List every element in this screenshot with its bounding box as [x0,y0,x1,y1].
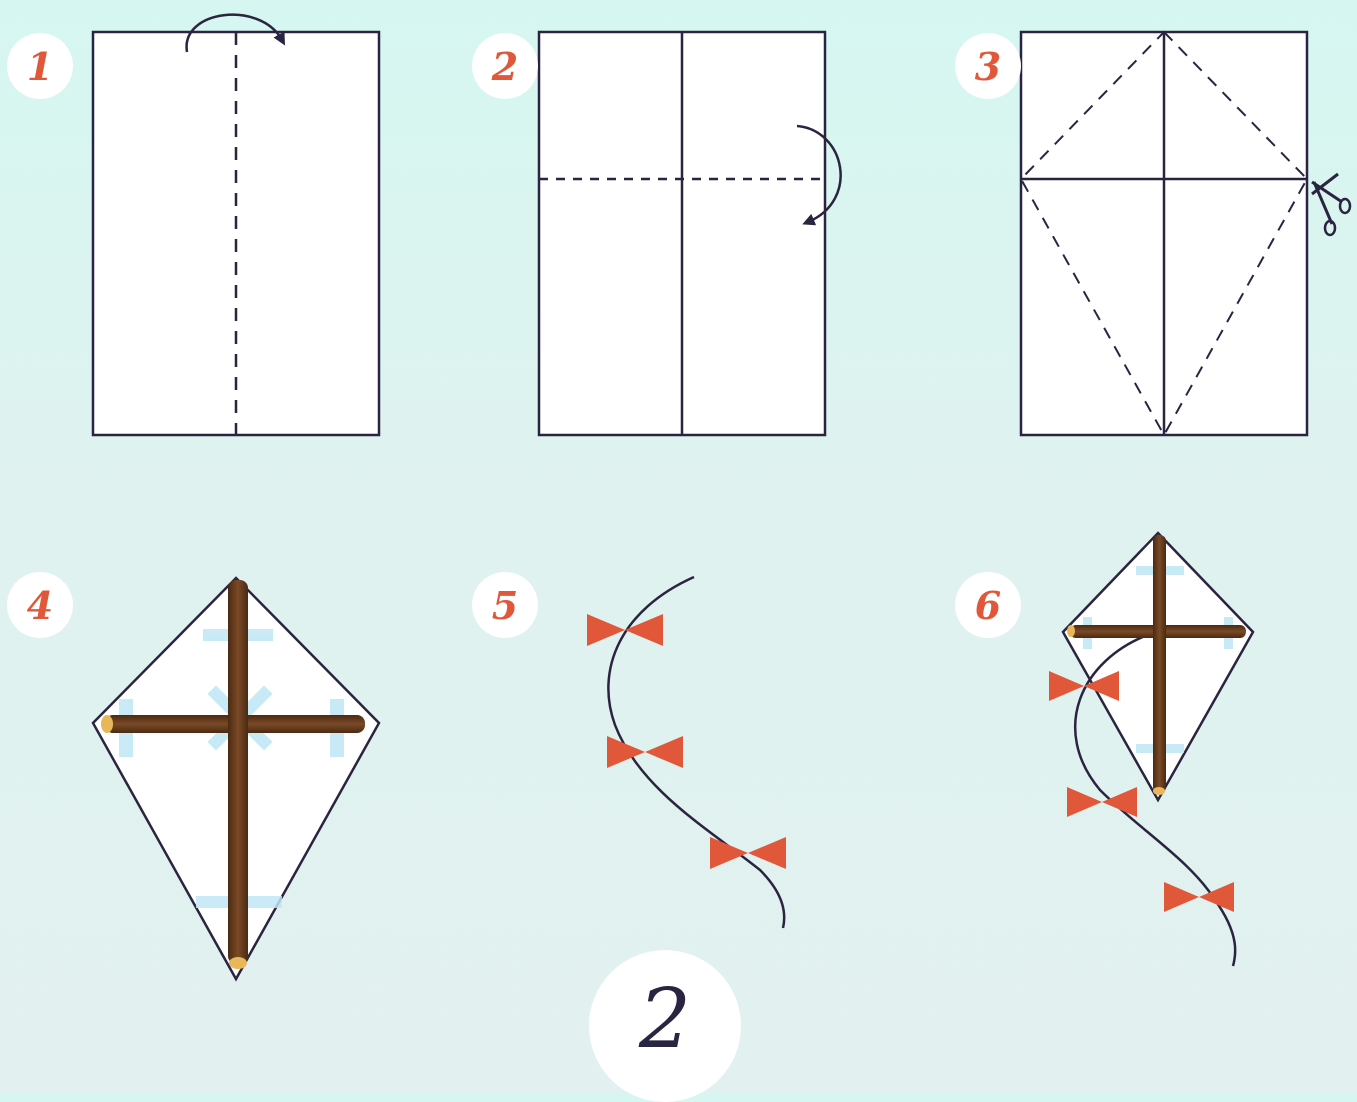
fold-arrow-icon [796,124,842,226]
bow-icon [710,837,786,869]
step-2-panel [537,30,842,437]
step-number: 3 [974,43,1002,89]
step-number-badge: 2 [472,33,538,99]
bow-icon [587,614,663,646]
step-5-panel [587,575,786,929]
scissors-icon [1311,172,1352,237]
step-number: 6 [974,582,1002,628]
kite-tail [607,575,786,929]
bow-icon [607,736,683,768]
cut-line [1019,30,1309,438]
step-1-panel [91,13,381,437]
step-number-badge: 6 [955,572,1021,638]
step-number: 2 [491,43,519,89]
page-number-badge: 2 [589,950,741,1102]
kite-tail [1074,632,1237,967]
step-6-panel [1049,531,1255,967]
step-3-panel [1019,30,1352,438]
step-4-panel [91,576,381,982]
bow-icon [1164,882,1234,912]
stick-icon [1067,535,1246,795]
step-number: 1 [26,43,54,89]
paper-sheet [91,30,381,437]
step-number: 5 [491,582,519,628]
fold-arrow-icon [185,13,286,53]
step-number-badge: 1 [7,33,73,99]
step-number: 4 [26,582,54,628]
step-number-badge: 3 [955,33,1021,99]
step-number-badge: 5 [472,572,538,638]
page-number: 2 [638,972,692,1067]
bow-icon [1049,671,1119,701]
step-number-badge: 4 [7,572,73,638]
stick-icon [101,580,365,969]
bow-icon [1067,787,1137,817]
